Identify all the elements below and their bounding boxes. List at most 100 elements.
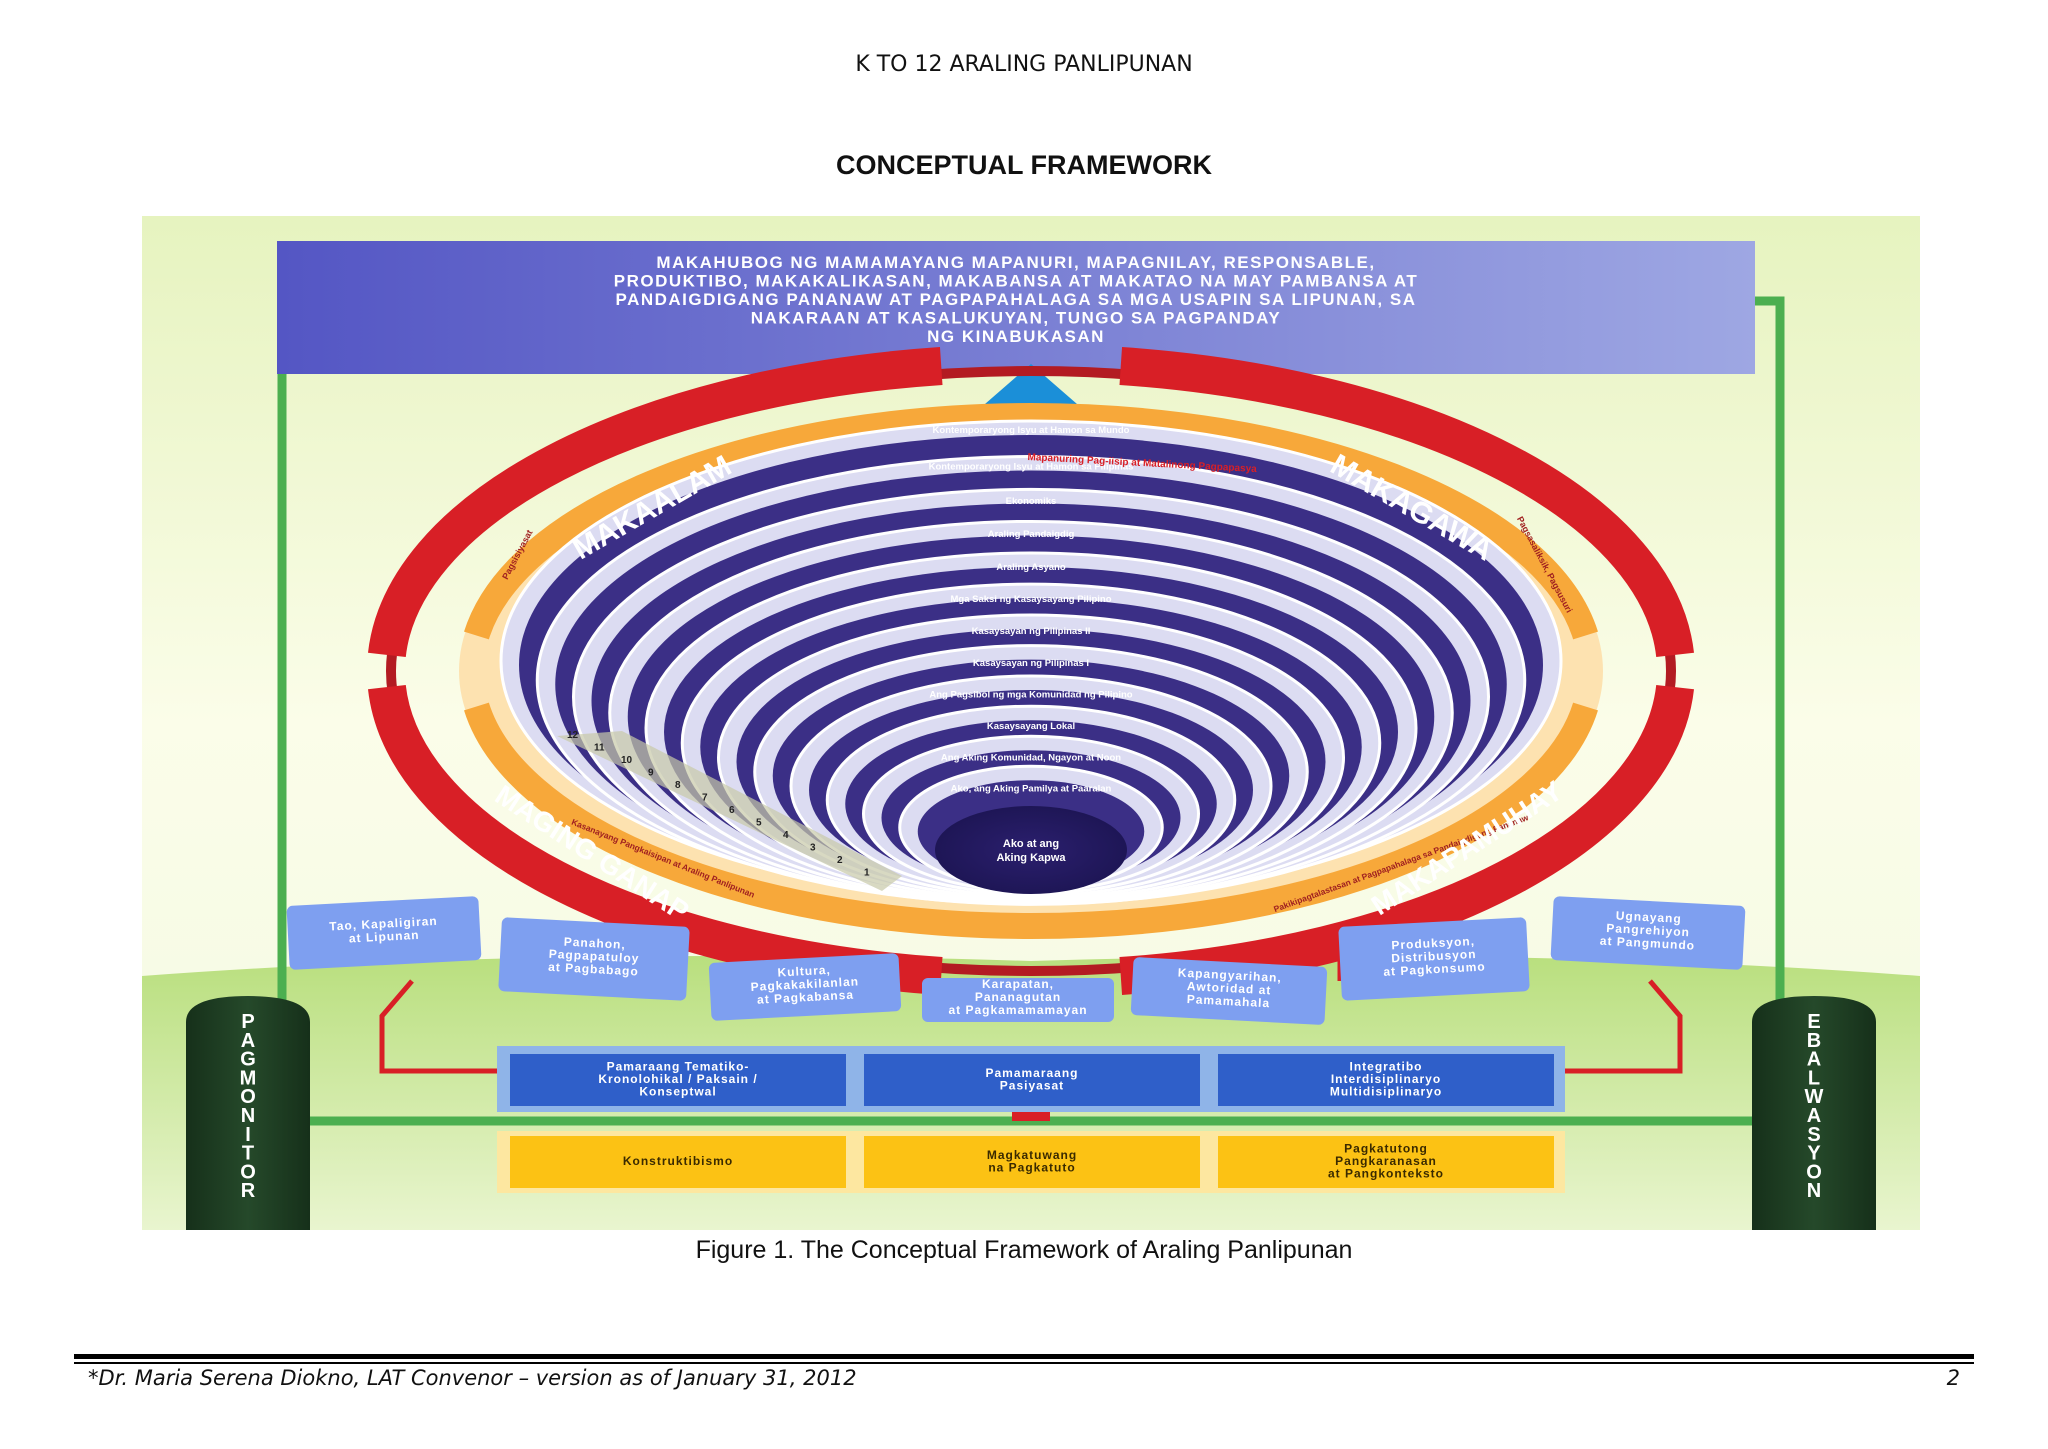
level-label: Ekonomiks: [1006, 496, 1057, 507]
level-label: Kasaysayan ng Pilipinas II: [972, 626, 1091, 637]
theme-text-line: at Pagkamamamayan: [948, 1003, 1087, 1017]
grade-number: 2: [837, 855, 843, 866]
pillar-letter: R: [241, 1180, 256, 1202]
grade-number: 1: [864, 868, 870, 879]
theme-text-line: at Pagbabago: [548, 960, 639, 979]
theme-text-line: Tao, Kapaligiran: [329, 914, 438, 934]
foundation-text-line: at Pangkonteksto: [1328, 1167, 1444, 1181]
approach-box: [864, 1054, 1200, 1106]
approach-text-line: Pamamaraang: [985, 1066, 1078, 1080]
goal-banner: MAKAHUBOG NG MAMAMAYANG MAPANURI, MAPAGN…: [277, 241, 1755, 374]
pillar-letter: E: [1807, 1011, 1820, 1033]
pillar-letter: O: [1806, 1161, 1822, 1183]
theme-text-line: Pagkakakilanlan: [750, 974, 859, 994]
pillar-letter: O: [240, 1086, 256, 1108]
theme-text-line: Panahon,: [563, 935, 626, 952]
pillar-letter: N: [241, 1105, 255, 1127]
foundation-box: [864, 1136, 1200, 1188]
foundation-box: [510, 1136, 846, 1188]
theme-text-line: Pagpapatuloy: [549, 947, 640, 966]
footer-rule-thick: [74, 1354, 1974, 1359]
orange-arc-top: [464, 403, 1598, 640]
pillar-letter: B: [1807, 1030, 1821, 1052]
center-text-line: Aking Kapwa: [996, 852, 1066, 864]
grade-number: 4: [783, 830, 789, 841]
theme-text-line: Pamamahala: [1186, 992, 1270, 1010]
theme-text-line: Kapangyarihan,: [1178, 965, 1283, 984]
conceptual-framework-figure: MAKAHUBOG NG MAMAMAYANG MAPANURI, MAPAGN…: [142, 216, 1920, 1230]
goal-line: MAKAHUBOG NG MAMAMAYANG MAPANURI, MAPAGN…: [656, 253, 1375, 272]
level-label: Ang Aking Komunidad, Ngayon at Noon: [941, 752, 1121, 763]
theme-text-line: at Lipunan: [349, 928, 420, 946]
section-title: CONCEPTUAL FRAMEWORK: [836, 150, 1212, 180]
goal-text: MAKAHUBOG NG MAMAMAYANG MAPANURI, MAPAGN…: [614, 253, 1417, 346]
grade-number: 12: [567, 730, 579, 741]
ring-segment-bottom-right: [1119, 684, 1695, 995]
grade-number: 10: [621, 755, 633, 766]
theme-text-line: at Pagkabansa: [757, 988, 855, 1007]
theme-text-line: Pangrehiyon: [1606, 921, 1690, 939]
approach-text-line: Pamaraang Tematiko-: [607, 1060, 750, 1074]
theme-text-line: Kultura,: [777, 963, 831, 980]
grade-number: 11: [594, 743, 605, 754]
foundation-box: [1218, 1136, 1554, 1188]
framework-diagram: MAKAHUBOG NG MAMAMAYANG MAPANURI, MAPAGN…: [142, 216, 1920, 1230]
figure-caption: Figure 1. The Conceptual Framework of Ar…: [695, 1236, 1353, 1264]
pillar-letter: A: [241, 1030, 255, 1052]
pillar-letter: W: [1805, 1086, 1824, 1108]
foundation-text-line: Magkatuwang: [987, 1148, 1077, 1162]
theme-text-line: at Pagkonsumo: [1383, 959, 1486, 978]
grade-number: 8: [675, 780, 681, 791]
level-label: Kontemporaryong Isyu at Hamon sa Pilipin…: [929, 462, 1134, 473]
foundation-text-line: Pagkatutong: [1344, 1142, 1428, 1156]
footer-note: *Dr. Maria Serena Diokno, LAT Convenor –…: [88, 1366, 857, 1390]
ring-segment-top-right: [1119, 347, 1695, 658]
approach-box: [1218, 1054, 1554, 1106]
goal-box: [277, 241, 1755, 374]
theme-text-line: Pananagutan: [975, 990, 1061, 1004]
level-label: Mga Saksi ng Kasaysayang Pilipino: [950, 594, 1111, 605]
theme-text-line: Distribusyon: [1391, 947, 1477, 965]
approach-text-line: Konseptwal: [639, 1085, 716, 1099]
level-label: Ako, ang Aking Pamilya at Paaralan: [951, 783, 1112, 794]
pillar-letter: A: [1807, 1105, 1821, 1127]
approach-text-line: Kronolohikal / Paksain /: [598, 1072, 757, 1086]
level-label: Araling Pandaigdig: [988, 529, 1075, 540]
level-label: Kontemporaryong Isyu at Hamon sa Mundo: [933, 425, 1130, 436]
theme-text-line: Ugnayang: [1615, 908, 1682, 925]
page-header: K TO 12 ARALING PANLIPUNAN: [855, 52, 1193, 77]
foundation-text-line: na Pagkatuto: [988, 1160, 1075, 1174]
goal-line: PANDAIGDIGANG PANANAW AT PAGPAPAHALAGA S…: [616, 290, 1417, 309]
pillar-letter: M: [240, 1067, 257, 1089]
pillar-letter: N: [1807, 1180, 1821, 1202]
approach-text-line: Multidisiplinaryo: [1330, 1085, 1442, 1099]
grade-number: 6: [729, 805, 735, 816]
grade-number: 9: [648, 768, 654, 779]
level-label: Kasaysayang Lokal: [987, 721, 1075, 732]
pillar-letter: T: [242, 1143, 254, 1165]
pillar-letter: G: [240, 1049, 256, 1071]
theme-text-line: Produksyon,: [1391, 934, 1475, 952]
grade-number: 7: [702, 793, 708, 804]
level-label: Araling Asyano: [996, 562, 1066, 573]
orange-arc-bottom: [464, 702, 1598, 939]
pillar-letter: P: [241, 1011, 254, 1033]
approach-text-line: Pasiyasat: [1000, 1078, 1064, 1092]
approach-boxes: Pamaraang Tematiko-Kronolohikal / Paksai…: [510, 1054, 1554, 1106]
pillar-letter: I: [245, 1124, 251, 1146]
pillar-letter: S: [1807, 1124, 1820, 1146]
goal-line: NG KINABUKASAN: [927, 327, 1105, 346]
